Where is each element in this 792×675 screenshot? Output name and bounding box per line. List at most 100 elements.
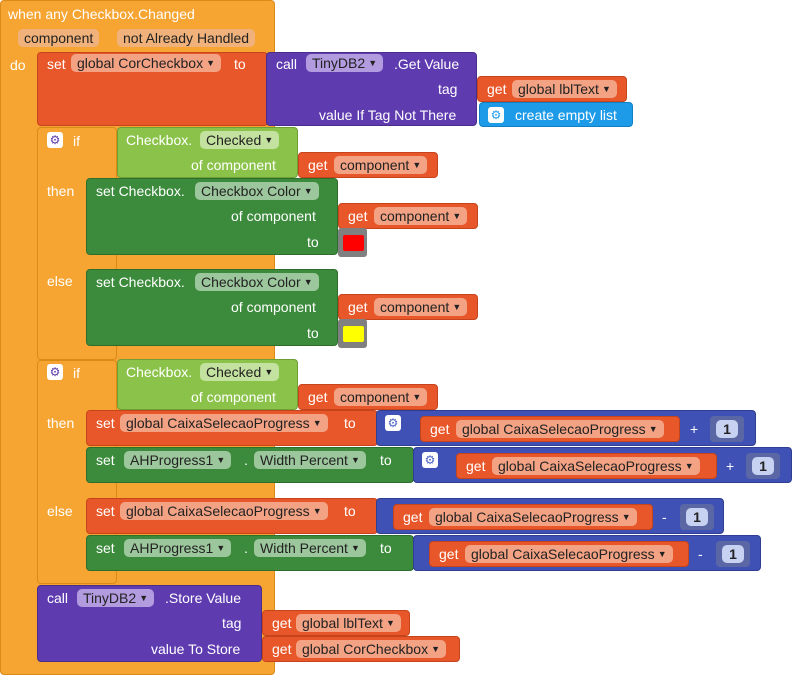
var-dropdown-component[interactable]: component▼ [334, 388, 428, 406]
property-dropdown-width-percent[interactable]: Width Percent▼ [254, 451, 366, 469]
component-dropdown-tinydb2[interactable]: TinyDB2▼ [306, 54, 384, 72]
var-dropdown-component[interactable]: component▼ [374, 298, 468, 316]
dropdown-arrow-icon: ▼ [368, 58, 378, 68]
var-label: global CaixaSelecaoProgress [462, 421, 646, 437]
var-label: global CorCheckbox [302, 641, 429, 657]
property-dropdown-checked[interactable]: Checked▼ [200, 131, 280, 149]
get-label: get [272, 615, 292, 631]
color-yellow-block[interactable] [338, 319, 367, 348]
var-dropdown-caixa[interactable]: global CaixaSelecaoProgress▼ [429, 508, 637, 526]
dropdown-arrow-icon: ▼ [621, 512, 631, 522]
param-component[interactable]: component [18, 29, 100, 47]
var-label: global CaixaSelecaoProgress [126, 415, 310, 431]
gear-icon[interactable]: ⚙ [488, 107, 504, 123]
tag-label: tag [438, 81, 458, 97]
color-red-block[interactable] [338, 228, 367, 257]
of-component-label: of component [231, 208, 316, 224]
else-label: else [47, 503, 73, 519]
property-label: Checkbox Color [201, 183, 301, 199]
dropdown-arrow-icon: ▼ [412, 160, 422, 170]
gear-icon[interactable]: ⚙ [47, 364, 63, 380]
var-label: component [380, 208, 450, 224]
property-label: Checkbox Color [201, 274, 301, 290]
method-label: .Store Value [165, 590, 242, 606]
set-checkbox-label: set Checkbox. [96, 183, 185, 199]
gear-icon[interactable]: ⚙ [422, 452, 438, 468]
value-to-store-label: value To Store [151, 641, 241, 657]
property-dropdown-checkbox-color[interactable]: Checkbox Color▼ [195, 273, 319, 291]
var-label: component [340, 389, 410, 405]
var-dropdown-component[interactable]: component▼ [334, 156, 428, 174]
number-value[interactable]: 1 [752, 457, 774, 475]
set-label: set [96, 503, 115, 519]
plus-operator: + [690, 421, 699, 437]
var-dropdown-caixa[interactable]: global CaixaSelecaoProgress▼ [120, 502, 328, 520]
component-label: TinyDB2 [312, 55, 366, 71]
var-dropdown-caixa[interactable]: global CaixaSelecaoProgress▼ [456, 420, 664, 438]
component-dropdown-tinydb2[interactable]: TinyDB2▼ [77, 589, 155, 607]
dropdown-arrow-icon: ▼ [412, 392, 422, 402]
var-dropdown-component[interactable]: component▼ [374, 207, 468, 225]
component-label: TinyDB2 [83, 590, 137, 606]
param-not-already-handled[interactable]: not Already Handled [117, 29, 256, 47]
event-title: when any Checkbox.Changed [8, 6, 195, 22]
component-dropdown-ahprogress1[interactable]: AHProgress1▼ [124, 451, 232, 469]
dropdown-arrow-icon: ▼ [386, 618, 395, 628]
var-label: component [340, 157, 410, 173]
var-label: global CaixaSelecaoProgress [126, 503, 310, 519]
get-label: get [439, 546, 459, 562]
var-dropdown-lbltext[interactable]: global lblText▼ [512, 80, 617, 98]
method-label: .Get Value [394, 56, 460, 72]
property-label: Width Percent [260, 540, 348, 556]
tag-label: tag [222, 615, 242, 631]
number-value[interactable]: 1 [716, 420, 738, 438]
dropdown-arrow-icon: ▼ [351, 543, 360, 553]
checkbox-prefix-label: Checkbox. [126, 364, 193, 380]
dropdown-arrow-icon: ▼ [602, 84, 611, 94]
property-label: Checked [206, 132, 262, 148]
call-label: call [276, 56, 298, 72]
dropdown-arrow-icon: ▼ [312, 418, 322, 428]
var-label: component [380, 299, 450, 315]
component-dropdown-ahprogress1[interactable]: AHProgress1▼ [124, 539, 232, 557]
get-label: get [348, 208, 368, 224]
gear-icon[interactable]: ⚙ [385, 415, 401, 431]
var-dropdown-corcheckbox[interactable]: global CorCheckbox▼ [71, 54, 222, 72]
property-dropdown-checkbox-color[interactable]: Checkbox Color▼ [195, 182, 319, 200]
dropdown-arrow-icon: ▼ [216, 455, 226, 465]
dot-separator: . [244, 452, 248, 468]
to-label: to [234, 56, 246, 72]
var-dropdown-caixa[interactable]: global CaixaSelecaoProgress▼ [120, 414, 328, 432]
var-dropdown-lbltext[interactable]: global lblText▼ [296, 614, 401, 632]
var-dropdown-caixa[interactable]: global CaixaSelecaoProgress▼ [492, 457, 700, 475]
dropdown-arrow-icon: ▼ [648, 424, 658, 434]
number-value[interactable]: 1 [722, 545, 744, 563]
get-label: get [348, 299, 368, 315]
property-dropdown-checked[interactable]: Checked▼ [200, 363, 280, 381]
to-label: to [344, 415, 356, 431]
dropdown-arrow-icon: ▼ [303, 277, 313, 287]
else-label: else [47, 273, 73, 289]
set-checkbox-label: set Checkbox. [96, 274, 185, 290]
var-label: global CaixaSelecaoProgress [498, 458, 682, 474]
dropdown-arrow-icon: ▼ [657, 549, 667, 559]
set-label: set [96, 452, 115, 468]
property-label: Width Percent [260, 452, 348, 468]
dropdown-arrow-icon: ▼ [312, 506, 322, 516]
component-label: AHProgress1 [130, 452, 214, 468]
create-empty-list-block[interactable] [479, 102, 633, 127]
get-label: get [308, 157, 328, 173]
var-dropdown-caixa[interactable]: global CaixaSelecaoProgress▼ [465, 545, 673, 563]
call-label: call [47, 590, 69, 606]
property-label: Checked [206, 364, 262, 380]
do-label: do [10, 57, 26, 73]
var-dropdown-corcheckbox[interactable]: global CorCheckbox▼ [296, 640, 447, 658]
number-value[interactable]: 1 [686, 508, 708, 526]
property-dropdown-width-percent[interactable]: Width Percent▼ [254, 539, 366, 557]
get-label: get [308, 389, 328, 405]
var-label: global lblText [518, 81, 599, 97]
value-if-tag-not-there-label: value If Tag Not There [319, 107, 457, 123]
of-component-label: of component [191, 157, 276, 173]
gear-icon[interactable]: ⚙ [47, 132, 63, 148]
set-label: set [96, 415, 115, 431]
